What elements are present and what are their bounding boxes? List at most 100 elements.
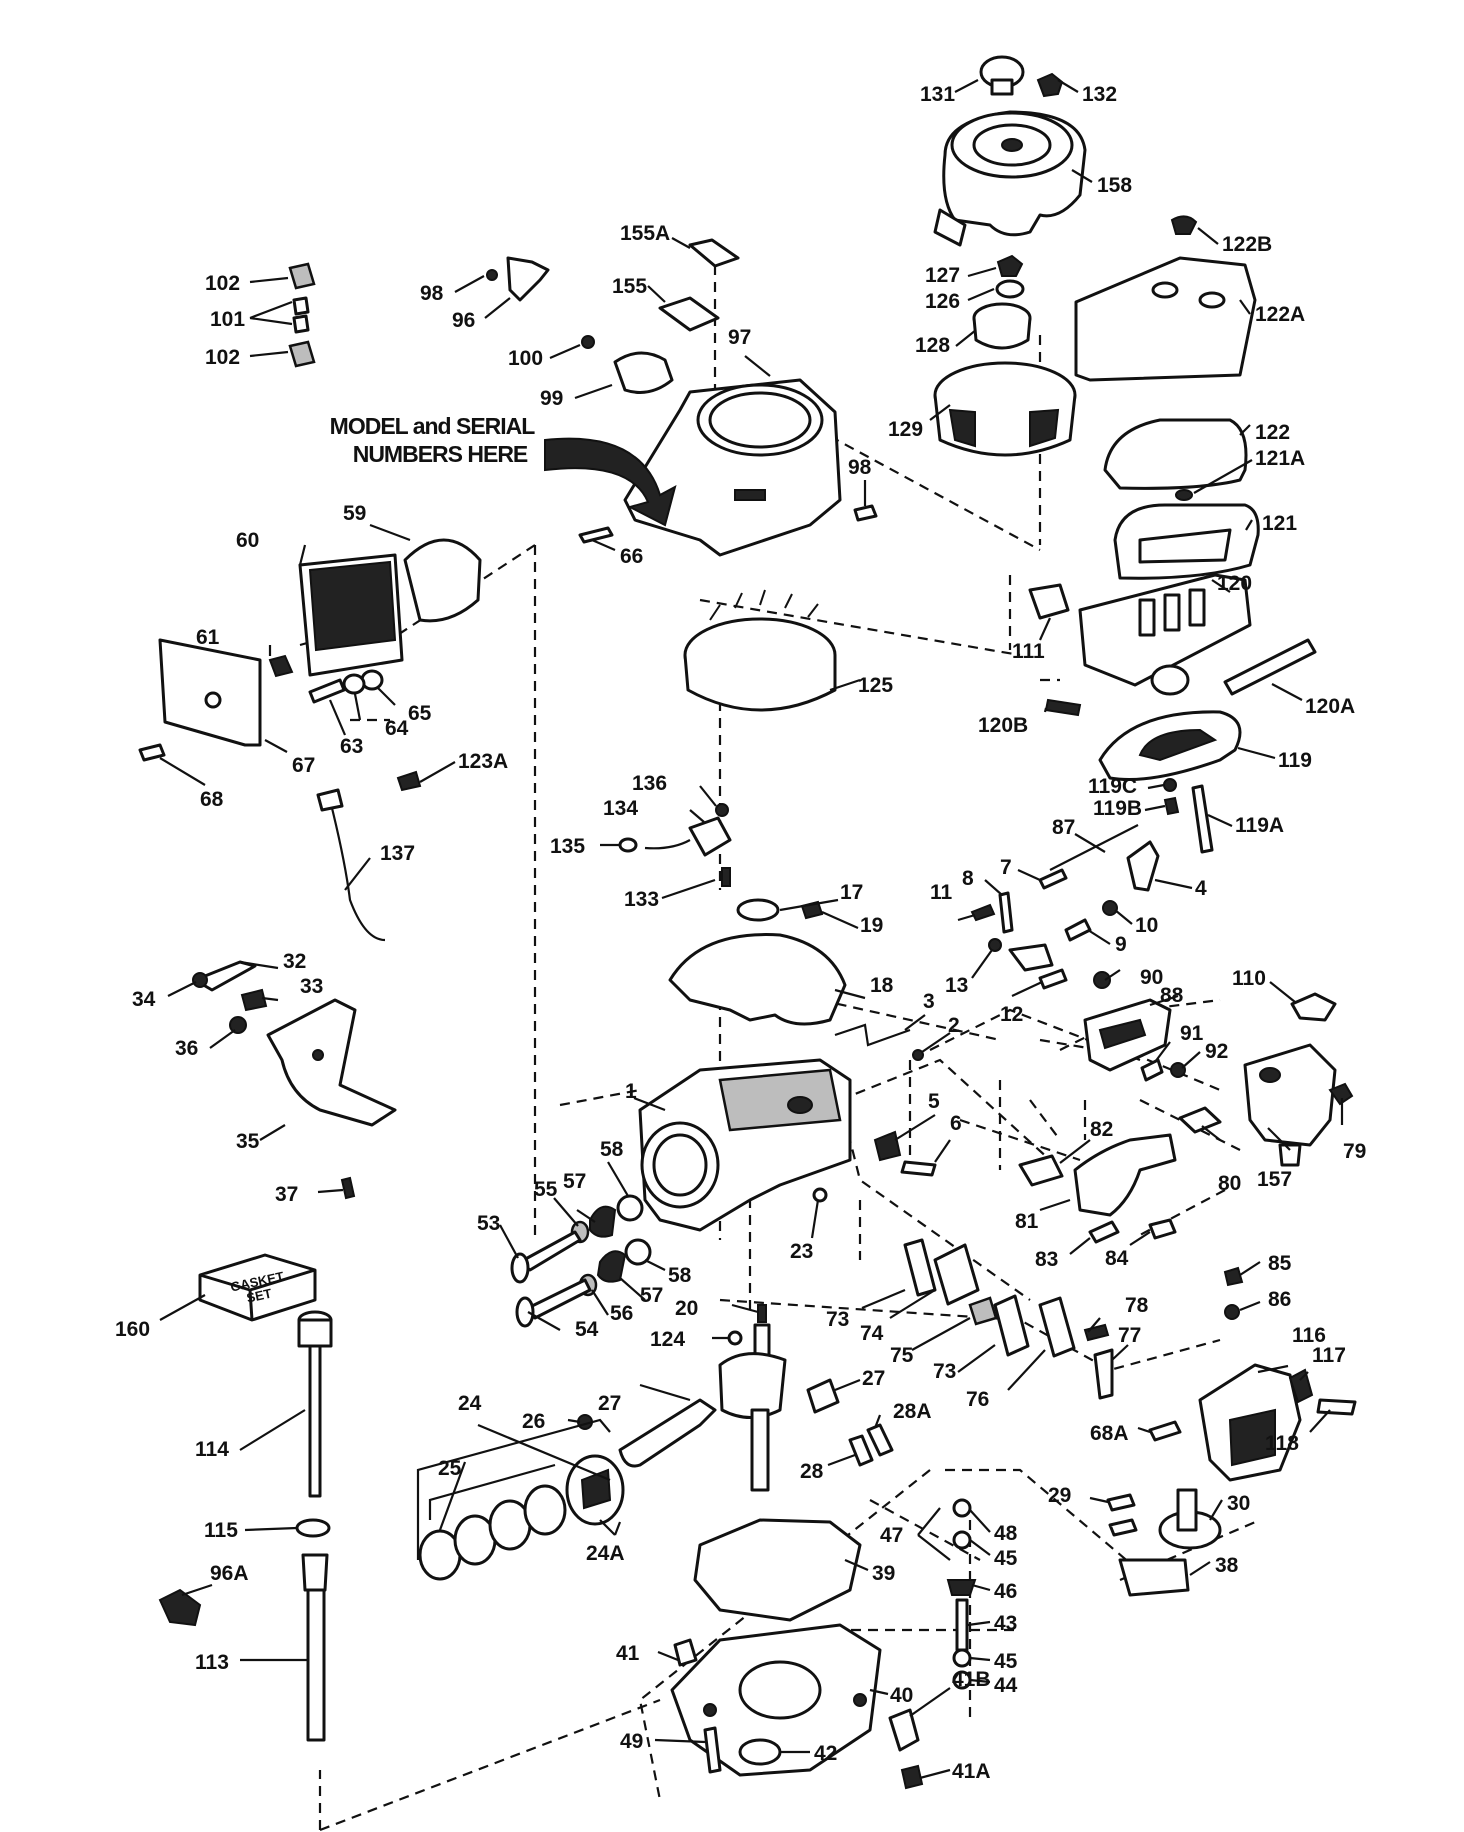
part-98-screw [853, 504, 878, 522]
callout-label: 92 [1205, 1040, 1228, 1063]
callout-label: 54 [575, 1318, 599, 1341]
part-116-muffler [1198, 1363, 1302, 1482]
callout-label: 34 [132, 988, 156, 1011]
callout-label: 64 [385, 717, 409, 740]
part-111-gasket [1028, 583, 1070, 620]
callout-label: 68A [1090, 1422, 1129, 1445]
part-110-gasket [1290, 992, 1337, 1022]
part-33-clip [240, 988, 268, 1012]
callout-label: 121 [1262, 512, 1297, 535]
part-57-spring [589, 1205, 617, 1238]
part-12-screw [1038, 968, 1068, 990]
part-115-ring [295, 1518, 331, 1538]
part-27-connecting-rod [618, 1398, 717, 1468]
part-48-washer [952, 1498, 972, 1518]
callout-label: 81 [1015, 1210, 1039, 1233]
part-91-lever [1140, 1058, 1164, 1082]
part-61-bolt [268, 654, 294, 678]
callout-label: 111 [1012, 640, 1045, 663]
callout-label: 90 [1140, 966, 1163, 989]
callout-label: 73 [826, 1308, 849, 1331]
part-74-adapter [933, 1243, 980, 1306]
part-57b-spring [596, 1250, 627, 1283]
callout-label: 126 [925, 290, 960, 313]
callout-label: 47 [880, 1524, 903, 1547]
part-122B-nut [1170, 215, 1198, 235]
part-63-bolt [308, 678, 346, 704]
callout-label: 96 [452, 309, 475, 332]
part-73b-gasket [993, 1294, 1030, 1357]
part-133-screw [721, 867, 731, 887]
part-54-valve [526, 1278, 592, 1320]
part-13-lever [1008, 943, 1054, 972]
model-serial-arrow [544, 437, 677, 527]
part-59-gasket [403, 538, 482, 623]
callout-label: 84 [1105, 1247, 1129, 1270]
part-38-lifter [1118, 1558, 1190, 1597]
callout-label: 40 [890, 1684, 913, 1707]
part-64-washer [342, 673, 366, 695]
part-113-tube [301, 1553, 329, 1742]
part-87-link [1049, 824, 1139, 871]
callout-label: 83 [1035, 1248, 1058, 1271]
callout-label: 56 [610, 1302, 633, 1325]
callout-label: 68 [200, 788, 224, 811]
callout-label: 120B [978, 714, 1028, 737]
callout-label: 78 [1125, 1294, 1149, 1317]
part-158-rewind-starter [933, 110, 1087, 247]
part-155A-decal [688, 238, 740, 268]
part-123A-clip [396, 770, 422, 792]
callout-label: 128 [915, 334, 950, 357]
callout-label: 74 [860, 1322, 884, 1345]
part-5-plate [873, 1130, 902, 1162]
part-75-plate [968, 1296, 998, 1326]
part-119-gasket [1098, 710, 1242, 781]
callout-label: 98 [848, 456, 872, 479]
part-102-plug-top [288, 262, 316, 290]
callout-label: 23 [790, 1240, 813, 1263]
callout-label: 27 [598, 1392, 621, 1415]
callout-label: 100 [508, 347, 543, 370]
part-39-gasket [693, 1518, 862, 1622]
callout-label: 29 [1048, 1484, 1071, 1507]
callout-label: 41A [952, 1760, 991, 1783]
part-136-screw [715, 803, 729, 817]
part-34-screw [192, 972, 208, 988]
part-84-screw [1148, 1218, 1177, 1240]
part-77-lock [1093, 1348, 1114, 1400]
part-80-gasket [1178, 1106, 1222, 1134]
callout-label: 32 [283, 950, 306, 973]
part-129-starter-cup [933, 361, 1077, 457]
part-81-intake-elbow [1073, 1133, 1177, 1217]
callout-label: 39 [872, 1562, 895, 1585]
callout-label: 2 [948, 1014, 960, 1037]
part-79-nut [1328, 1082, 1354, 1106]
callout-label: 155A [620, 222, 670, 245]
part-7-spring [1038, 868, 1068, 890]
callout-label: 127 [925, 264, 960, 287]
callout-label: 49 [620, 1730, 643, 1753]
part-23-pin [812, 1187, 828, 1203]
callout-label: 37 [275, 1183, 298, 1206]
part-45-washer [952, 1530, 972, 1550]
callout-label: 41 [616, 1642, 640, 1665]
callout-label: 158 [1097, 174, 1132, 197]
callout-label: 119B [1093, 797, 1142, 820]
callout-label: 160 [115, 1318, 150, 1341]
part-124-plug [727, 1330, 743, 1346]
part-68A-screw [1148, 1420, 1182, 1442]
callout-label: 102 [205, 346, 240, 369]
callout-label: 48 [994, 1522, 1018, 1545]
callout-label: 24A [586, 1542, 625, 1565]
callout-label: 155 [612, 275, 647, 298]
callout-label: 33 [300, 975, 323, 998]
callout-label: 157 [1257, 1168, 1292, 1191]
part-78-screw [1083, 1323, 1110, 1342]
part-1-crankcase [638, 1058, 852, 1232]
part-49-plug [703, 1726, 722, 1774]
model-serial-note: MODEL and SERIAL NUMBERS HERE [330, 413, 537, 467]
part-67-shield [158, 638, 262, 747]
part-86-screw [1224, 1304, 1240, 1320]
part-73-gasket [903, 1238, 937, 1297]
